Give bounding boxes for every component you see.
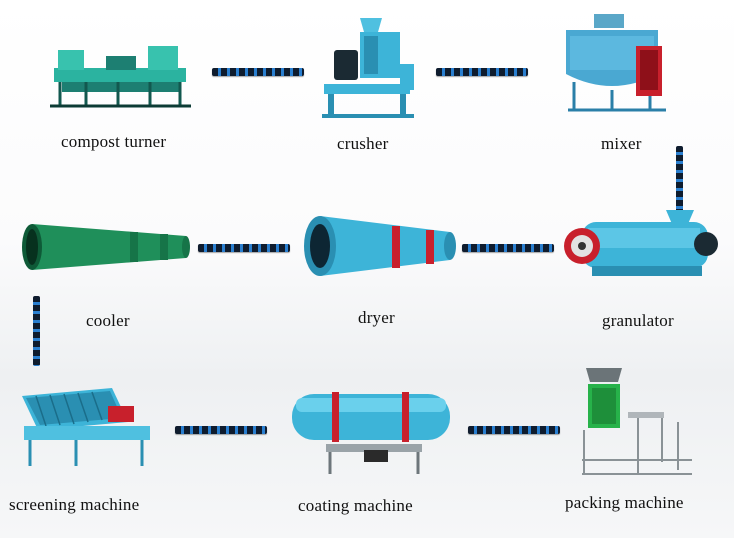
label-mixer: mixer [601, 134, 642, 153]
conveyor-granulator-to-dryer [462, 244, 554, 252]
screening-machine-image [16, 382, 156, 472]
cooler-image [20, 218, 192, 276]
conveyor-mixer-to-granulator [676, 146, 683, 214]
mixer-image [560, 12, 672, 116]
conveyor-crusher-to-mixer [436, 68, 528, 76]
label-crusher: crusher [337, 134, 389, 153]
dryer-image [300, 212, 460, 280]
conveyor-screening-to-coating [175, 426, 267, 434]
label-compost-turner: compost turner [61, 132, 167, 151]
label-packing-machine: packing machine [565, 493, 684, 512]
label-granulator: granulator [602, 311, 674, 330]
label-dryer: dryer [358, 308, 395, 327]
conveyor-dryer-to-cooler [198, 244, 290, 252]
packing-machine-image [578, 366, 696, 480]
granulator-image [562, 210, 720, 282]
conveyor-turner-to-crusher [212, 68, 304, 76]
conveyor-coating-to-packing [468, 426, 560, 434]
coating-machine-image [284, 390, 456, 478]
label-screening-machine: screening machine [9, 495, 140, 514]
crusher-image [320, 14, 420, 120]
label-coating-machine: coating machine [298, 496, 413, 515]
conveyor-cooler-to-screening [33, 296, 40, 366]
compost-turner-image [48, 36, 193, 112]
label-cooler: cooler [86, 311, 130, 330]
